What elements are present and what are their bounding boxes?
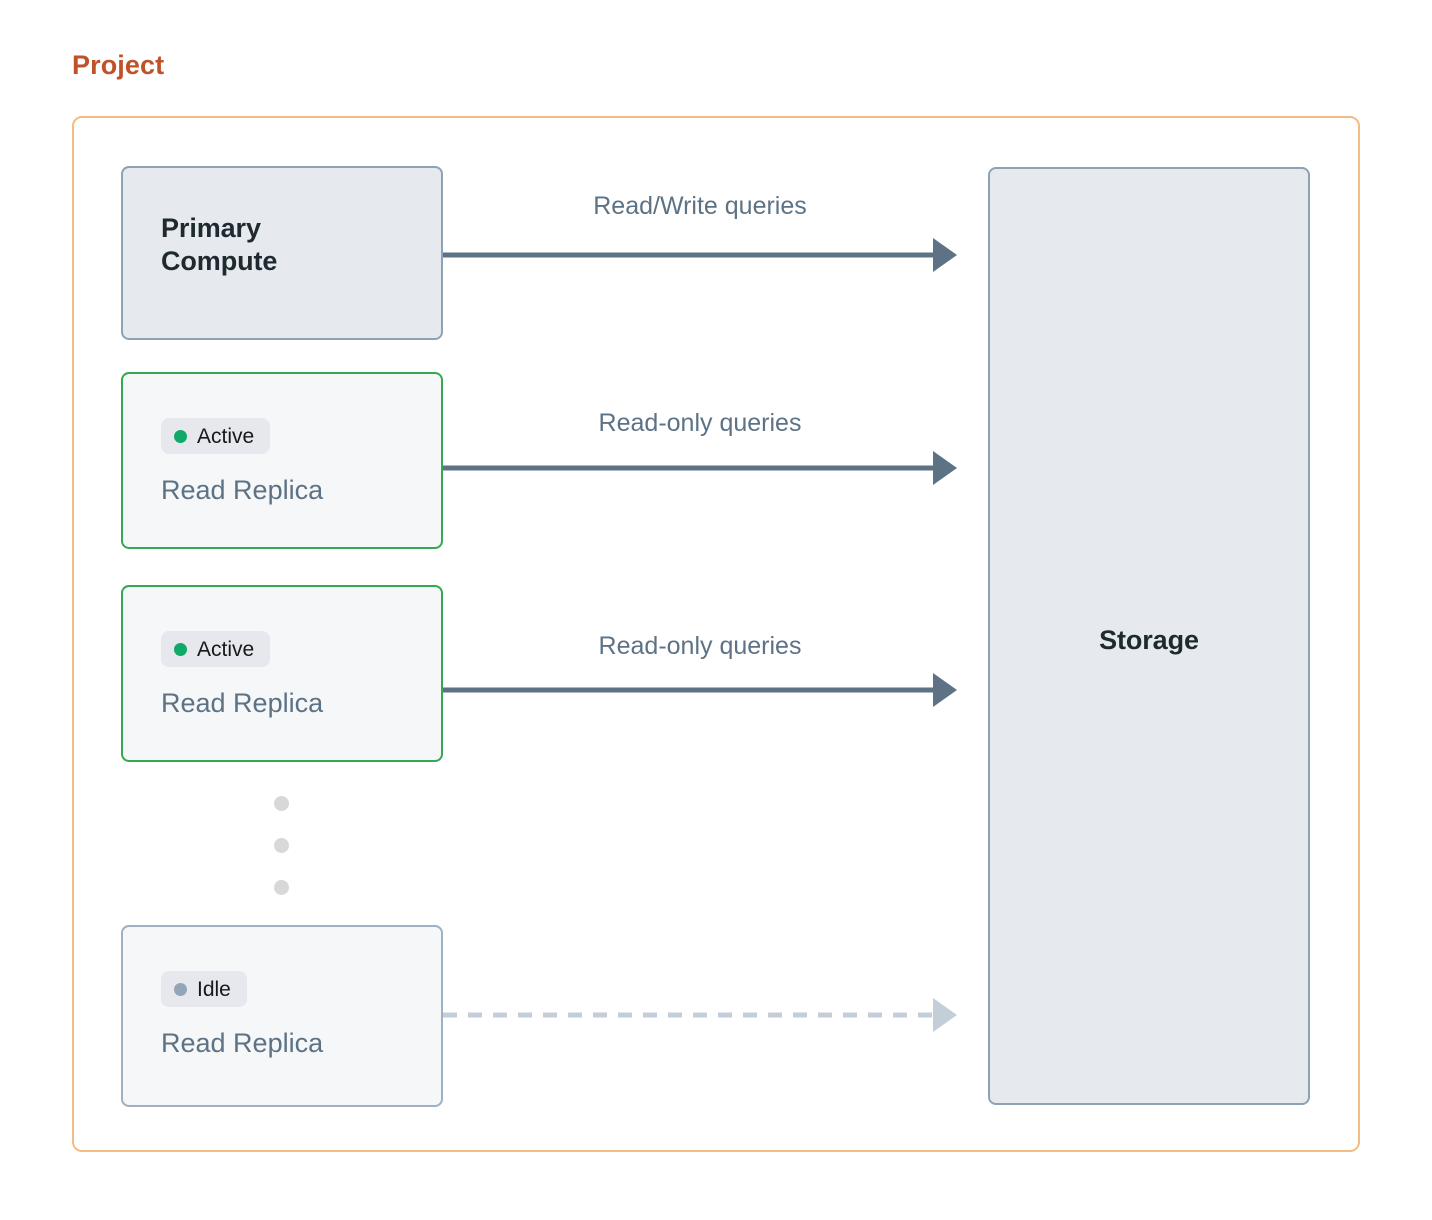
ellipsis-dot-icon [274, 796, 289, 811]
page-title: Project [72, 50, 165, 80]
project-container [72, 116, 1360, 1152]
read-replica-label: Read Replica [161, 475, 324, 505]
edge-label-read-only-queries-1: Read-only queries [598, 409, 802, 437]
storage-label: Storage [1099, 625, 1199, 655]
status-badge-active-2: Active [161, 631, 271, 667]
node-read-replica-idle[interactable]: Idle Read Replica [121, 925, 443, 1107]
node-read-replica-2[interactable]: Active Read Replica [121, 585, 443, 762]
status-badge-label: Idle [197, 977, 231, 1001]
edge-label-read-only-queries-2: Read-only queries [598, 632, 802, 660]
status-dot-icon [174, 642, 187, 656]
status-badge-label: Active [197, 637, 255, 661]
edge-label-read-write-queries: Read/Write queries [593, 192, 807, 220]
status-badge-active-1: Active [161, 418, 271, 454]
node-read-replica-1[interactable]: Active Read Replica [121, 372, 443, 549]
read-replica-label: Read Replica [161, 1028, 324, 1058]
status-dot-icon [174, 429, 187, 443]
ellipsis-dot-icon [274, 880, 289, 895]
status-badge-label: Active [197, 424, 255, 448]
node-storage[interactable]: Storage [988, 167, 1310, 1105]
status-badge-idle: Idle [161, 971, 247, 1007]
ellipsis-dot-icon [274, 838, 289, 853]
read-replica-label: Read Replica [161, 688, 324, 718]
status-dot-icon [174, 982, 187, 996]
